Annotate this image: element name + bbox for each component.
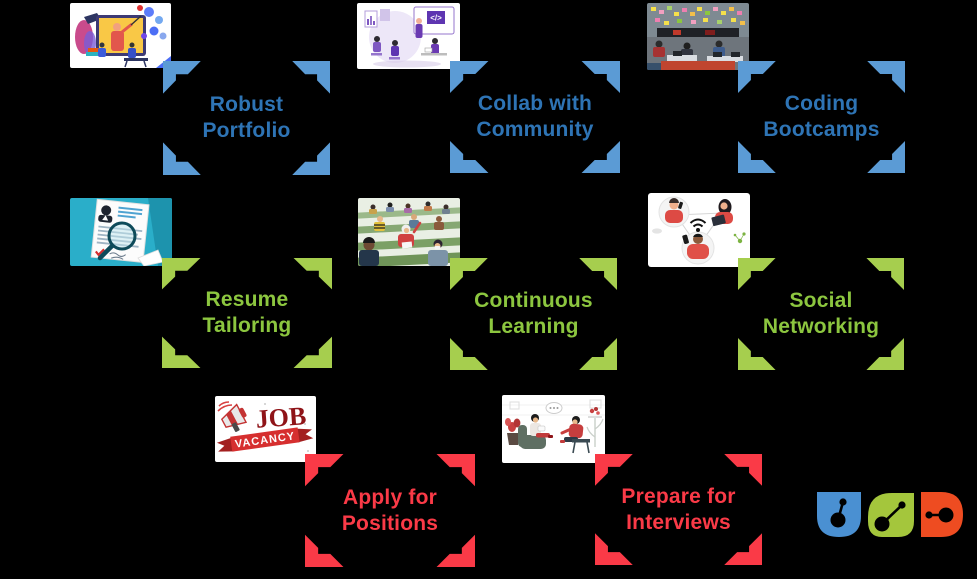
bracket-frame [738, 61, 905, 173]
logo-u-node-shape [817, 492, 861, 537]
logo [815, 491, 965, 539]
bracket-frame [305, 454, 475, 567]
job-vacancy-image: JOB VACANCY [215, 396, 316, 462]
bracket-frame [738, 258, 904, 370]
online-presentation-image [70, 3, 171, 68]
svg-text:</>: </> [430, 14, 442, 23]
svg-text:JOB: JOB [255, 401, 307, 433]
team-collaboration-image: </> [357, 3, 460, 69]
resume-magnifier-image [70, 198, 172, 266]
logo-d-node-shape [921, 492, 963, 537]
bracket-frame [163, 61, 330, 175]
bracket-frame [450, 258, 617, 370]
social-networking-image [648, 193, 750, 267]
interview-image [502, 395, 605, 463]
lecture-hall-image [358, 198, 460, 266]
bootcamp-classroom-image [647, 3, 749, 70]
bracket-frame [450, 61, 620, 173]
logo-leaf-node-shape [868, 493, 914, 537]
bracket-frame [162, 258, 332, 368]
bracket-frame [595, 454, 762, 565]
